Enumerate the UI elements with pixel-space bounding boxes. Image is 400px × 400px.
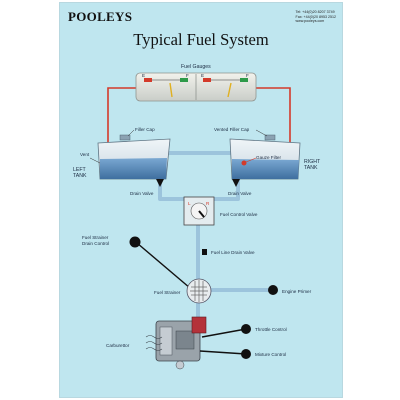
left-gauge-empty: E (142, 73, 145, 78)
selector-handle (198, 210, 205, 218)
left-gauge-needle (169, 82, 173, 98)
left-filler-cap (119, 134, 131, 141)
carburettor-label: Carburettor (106, 343, 130, 348)
strainer-drain-control: Fuel Strainer Drain Control (82, 235, 191, 289)
contact-info: Tel: +44(0)20 8207 3749 Fax: +44(0)20 89… (296, 10, 336, 24)
right-gauge-full: F (246, 73, 249, 78)
contact-web: www.pooleys.com (295, 19, 325, 24)
contact-tel: Tel: +44(0)20 8207 3749 (295, 10, 335, 14)
right-gauge-wire (256, 87, 291, 143)
right-tank-fuel (232, 159, 299, 179)
fuel-strainer-label: Fuel Strainer (154, 290, 181, 295)
right-drain-valve-label: Drain Valve (228, 191, 252, 196)
vented-filler-cap-label: Vented Filler Cap (214, 127, 250, 132)
strainer-drain-label-1: Fuel Strainer (82, 235, 109, 240)
fuel-gauges-label: Fuel Gauges (181, 64, 211, 70)
left-drain-valve-label: Drain Valve (130, 191, 154, 196)
right-tank-feed-line (210, 179, 240, 201)
gauze-filter-marker (241, 160, 247, 166)
left-tank-label-2: TANK (73, 173, 87, 179)
gauze-filter-label: Gauze Filter (256, 155, 281, 160)
left-gauge-full: F (186, 73, 189, 78)
selector-right-mark: R (206, 201, 210, 206)
selector-left-mark: L (188, 201, 191, 206)
left-gauge-wire (107, 87, 136, 143)
throttle-knob (241, 324, 251, 334)
fuel-gauges: Fuel Gauges E F E F (135, 64, 257, 102)
engine-primer: Engine Primer (268, 285, 312, 295)
mixture-control-label: Mixture Control (255, 352, 286, 357)
fuel-line-drain-valve-label: Fuel Line Drain Valve (211, 250, 255, 255)
throttle-control-label: Throttle Control (255, 327, 287, 332)
fuel-system-poster: POOLEYS Tel: +44(0)20 8207 3749 Fax: +44… (60, 3, 342, 397)
engine-primer-label: Engine Primer (282, 289, 312, 294)
right-fuel-tank: Gauze Filter RIGHT TANK (229, 134, 321, 180)
contact-fax: Fax: +44(0)20 8953 2512 (295, 14, 336, 19)
left-tank-feed-line (158, 179, 186, 201)
left-drain-valve: Drain Valve (130, 179, 164, 196)
brand-logo: POOLEYS (68, 9, 133, 24)
fuel-system-diagram: Fuel Gauges E F E F (73, 64, 321, 370)
engine-primer-knob (268, 285, 278, 295)
mixture-knob (241, 349, 251, 359)
poster-title: Typical Fuel System (133, 30, 269, 49)
carburettor: Carburettor (106, 316, 207, 370)
left-tank-fuel (100, 158, 167, 179)
fuel-line-drain-valve: Fuel Line Drain Valve (202, 249, 255, 255)
left-tank-label-1: LEFT (73, 167, 87, 173)
right-fuel-gauge: E F (201, 73, 249, 98)
vent-label: Vent (80, 152, 90, 157)
fuel-control-valve: L R Fuel Control Valve (183, 196, 258, 226)
right-drain-valve: Drain Valve (228, 179, 252, 196)
right-tank-label-1: RIGHT (304, 159, 321, 165)
strainer-drain-label-2: Drain Control (82, 241, 109, 246)
right-gauge-empty: E (201, 73, 204, 78)
left-fuel-tank: Vent LEFT TANK (73, 134, 171, 180)
vented-filler-cap (264, 134, 276, 141)
fuel-strainer: Fuel Strainer (154, 278, 212, 304)
left-fuel-gauge: E F (142, 73, 189, 98)
gauge-wires (107, 87, 291, 143)
right-gauge-needle (227, 82, 232, 98)
right-tank-label-2: TANK (304, 165, 318, 171)
carburettor-inlet (191, 316, 207, 334)
strainer-drain-knob (129, 236, 141, 248)
filler-cap-label: Filler Cap (135, 127, 155, 132)
fuel-control-valve-label: Fuel Control Valve (220, 212, 258, 217)
mixture-control: Mixture Control (199, 349, 286, 359)
throttle-control: Throttle Control (201, 324, 287, 338)
